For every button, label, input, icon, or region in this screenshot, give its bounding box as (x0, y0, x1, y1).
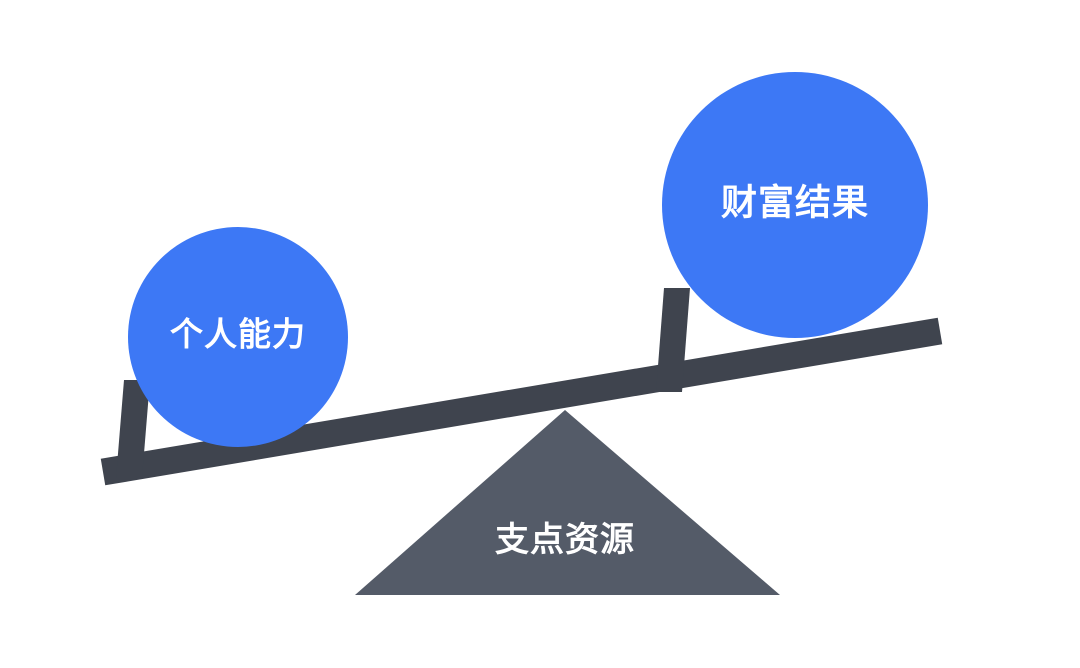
right-weight-circle (662, 72, 928, 338)
lever-beam (100, 317, 943, 486)
right-weight-label: 财富结果 (721, 182, 869, 223)
left-weight-label: 个人能力 (170, 316, 306, 353)
left-weight-circle (128, 227, 348, 447)
fulcrum-triangle (355, 410, 780, 595)
left-beam-post (116, 380, 150, 478)
right-beam-post (656, 288, 690, 392)
fulcrum-label: 支点资源 (495, 521, 635, 559)
